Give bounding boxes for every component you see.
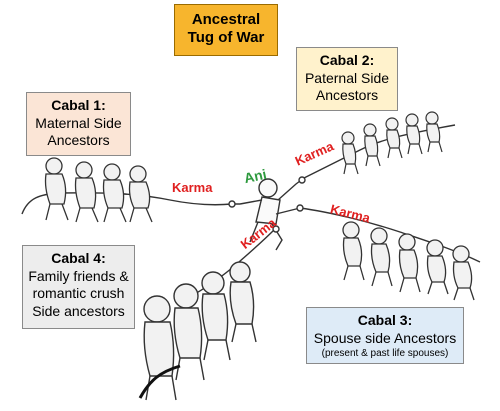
karma-label-left: Karma (172, 180, 213, 195)
cabal-3-title: Cabal 3: (357, 312, 413, 328)
title-line-1: Ancestral (191, 11, 261, 28)
cabal-4-line-2: romantic crush (32, 285, 125, 301)
cabal-4-title: Cabal 4: (51, 250, 106, 266)
cabal-3-note: (present & past life spouses) (321, 348, 449, 359)
cabal-4-box: Cabal 4: Family friends & romantic crush… (22, 245, 135, 329)
cabal-1-line-2: Ancestors (47, 132, 110, 148)
cabal-1-line-1: Maternal Side (35, 114, 122, 131)
ani-figure (228, 176, 306, 251)
title-box: Ancestral Tug of War (174, 4, 278, 56)
cabal-4-line-3: Side ancestors (32, 302, 125, 319)
cabal-1-box: Cabal 1: Maternal Side Ancestors (26, 92, 131, 156)
cabal1-figures (44, 157, 153, 223)
cabal3-figures (342, 221, 475, 301)
cabal-1-title: Cabal 1: (51, 97, 106, 113)
cabal-2-line-2: Ancestors (315, 87, 379, 103)
title-line-2: Tug of War (187, 29, 265, 46)
cabal-2-title: Cabal 2: (319, 52, 375, 68)
cabal-4-line-1: Family friends & (28, 267, 129, 284)
cabal-2-box: Cabal 2: Paternal Side Ancestors (296, 47, 398, 111)
cabal2-figures (341, 111, 443, 175)
cabal4-figures (138, 261, 257, 401)
cabal-3-line-1: Spouse side Ancestors (313, 329, 457, 346)
cabal-2-line-1: Paternal Side (304, 69, 390, 86)
cabal-3-box: Cabal 3: Spouse side Ancestors (present … (306, 307, 464, 364)
